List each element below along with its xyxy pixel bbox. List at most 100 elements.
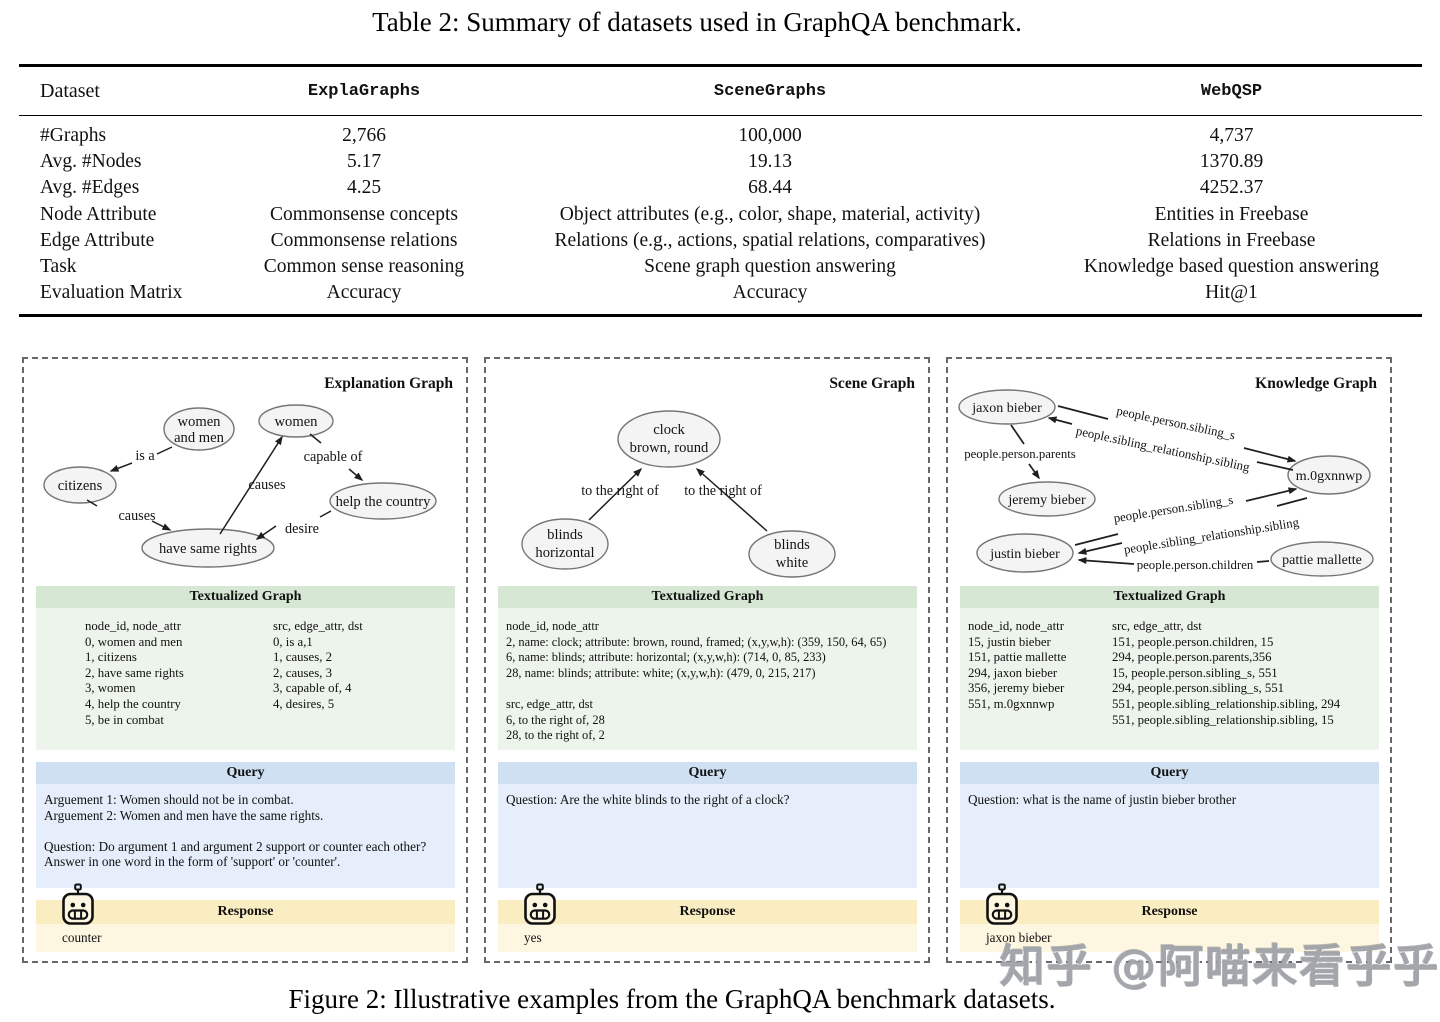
table-cell: 4.25: [346, 177, 382, 199]
query-header: Query: [498, 762, 917, 784]
row-label: Avg. #Nodes: [40, 151, 142, 173]
edge-line: [1057, 405, 1109, 420]
edge-line: [695, 468, 768, 532]
panel-title: Explanation Graph: [324, 375, 453, 392]
response-header: Response: [498, 900, 917, 924]
edge-line: [1276, 497, 1308, 507]
node-jaxon-bieber: [958, 389, 1056, 425]
response-body: counter: [36, 924, 455, 952]
edge-line: [109, 462, 133, 472]
node-label: and men: [174, 430, 225, 446]
node-label: citizens: [58, 478, 103, 494]
table-cell: Scene graph question answering: [644, 256, 896, 278]
table-row: Evaluation Matrix Accuracy Accuracy Hit@1: [19, 280, 1422, 316]
node-jeremy-bieber: [998, 481, 1096, 517]
edge-line: [156, 446, 173, 455]
col-header-webqsp: WebQSP: [1041, 65, 1422, 116]
edge-line: [1028, 463, 1040, 480]
table-cell: Relations (e.g., actions, spatial relati…: [554, 229, 986, 251]
row-label: Task: [40, 256, 77, 278]
node-label: blinds: [547, 527, 583, 543]
node-label: m.0gxnnwp: [1296, 469, 1363, 484]
edge-line: [1074, 533, 1119, 546]
table-cell: Accuracy: [732, 282, 808, 304]
node-label: women: [275, 414, 319, 430]
panel-title: Scene Graph: [829, 375, 915, 392]
panel-explanation-graph: Explanation Graph women and men women ci…: [22, 357, 468, 963]
edge-label: people.person.children: [1137, 558, 1254, 572]
table-caption: Table 2: Summary of datasets used in Gra…: [372, 7, 1022, 37]
col-header-dataset: Dataset: [19, 65, 229, 116]
edge-label: capable of: [304, 449, 363, 465]
edge-line: [1256, 560, 1270, 563]
table-cell: Accuracy: [326, 282, 402, 304]
textualized-graph-header: Textualized Graph: [36, 586, 455, 608]
table-cell: 4252.37: [1199, 177, 1264, 199]
node-label: horizontal: [535, 545, 594, 561]
table-cell: 4,737: [1209, 125, 1254, 147]
edge-line: [86, 499, 98, 507]
node-citizens: [43, 466, 117, 504]
query-body: Arguement 1: Women should not be in comb…: [36, 784, 455, 888]
row-label: Evaluation Matrix: [40, 282, 183, 304]
node-label: pattie mallette: [1282, 553, 1362, 568]
row-label: Avg. #Edges: [40, 177, 140, 199]
edge-label: to the right of: [581, 483, 659, 499]
row-label: #Graphs: [40, 125, 107, 147]
col-header-scenegraphs: SceneGraphs: [499, 65, 1041, 116]
node-label: jaxon bieber: [971, 401, 1042, 416]
node-label: white: [776, 555, 808, 571]
edge-line: [1256, 461, 1294, 471]
textualized-graph-header: Textualized Graph: [960, 586, 1379, 608]
edge-line: [1010, 424, 1025, 445]
edge-line: [309, 433, 322, 444]
panel-knowledge-graph: Knowledge Graph jaxon bieber m.0gxnnwp j…: [946, 357, 1392, 963]
table-cell: 19.13: [748, 151, 792, 173]
node-have-same-rights: [141, 528, 275, 568]
edge-label: to the right of: [684, 483, 762, 499]
edge-line: [1047, 416, 1073, 425]
table-header-row: Dataset ExplaGraphs SceneGraphs WebQSP: [19, 65, 1422, 116]
table-cell: 5.17: [346, 151, 382, 173]
table-cell: 2,766: [342, 125, 386, 147]
node-blinds-white: [748, 530, 836, 578]
node-blinds-horizontal: [521, 518, 609, 570]
robot-icon: [524, 883, 556, 925]
node-label: blinds: [774, 537, 810, 553]
query-body: Question: what is the name of justin bie…: [960, 784, 1379, 888]
table-cell: Commonsense relations: [270, 229, 458, 251]
edge-line: [1243, 447, 1297, 463]
query-header: Query: [36, 762, 455, 784]
table-cell: Knowledge based question answering: [1083, 256, 1380, 278]
row-label: Edge Attribute: [40, 229, 155, 251]
edge-line: [588, 467, 643, 521]
response-header: Response: [36, 900, 455, 924]
node-label: help the country: [336, 494, 432, 510]
table-cell: Entities in Freebase: [1154, 203, 1309, 225]
table-cell: Hit@1: [1205, 282, 1258, 304]
edge-line: [1077, 557, 1135, 565]
table-cell: Commonsense concepts: [270, 203, 458, 225]
edge-label: people.person.parents: [964, 447, 1076, 461]
query-header: Query: [960, 762, 1379, 784]
response-body: yes: [498, 924, 917, 952]
explanation-graph-drawing: women and men women citizens help the co…: [43, 404, 437, 568]
panel-scene-graph: Scene Graph clock brown, round blinds ho…: [484, 357, 930, 963]
edge-line: [1077, 542, 1123, 555]
edge-line: [348, 468, 364, 481]
knowledge-graph-drawing: jaxon bieber m.0gxnnwp jeremy bieber jus…: [958, 389, 1374, 577]
edge-line: [151, 520, 172, 531]
